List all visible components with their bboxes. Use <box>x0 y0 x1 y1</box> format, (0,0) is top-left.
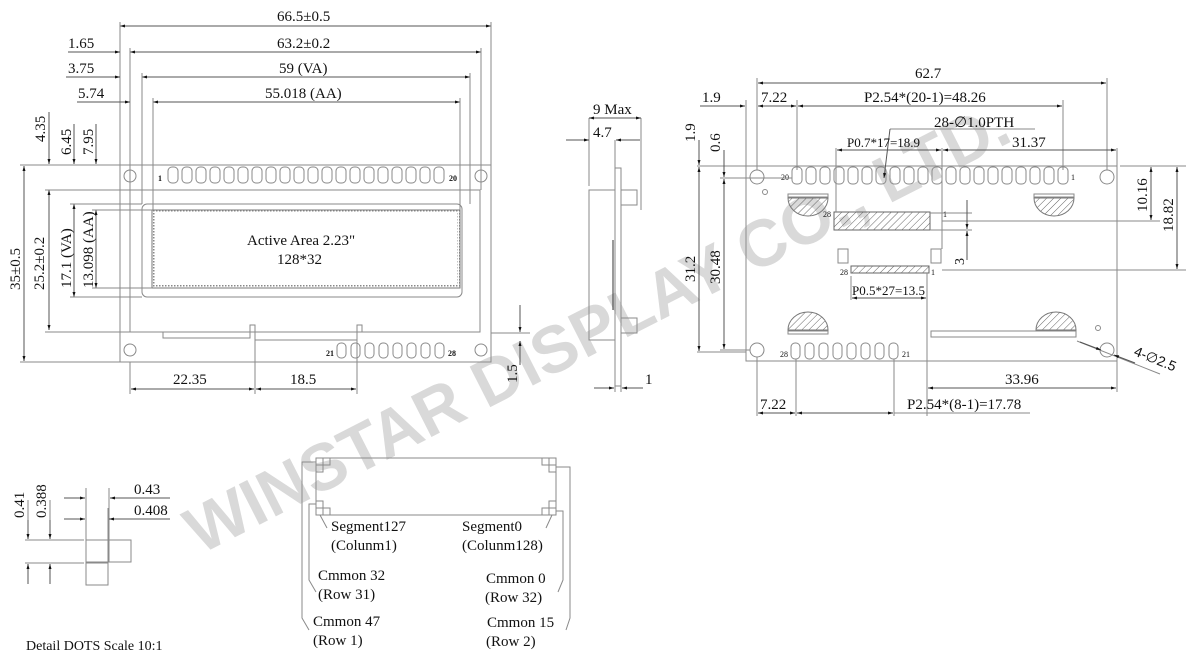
dim-rear-edge-offset: 1.9 <box>702 90 721 106</box>
dim-top-3: 7.95 <box>81 129 97 155</box>
dim-rear-bottom-offset: 7.22 <box>760 397 786 413</box>
dim-top-1: 4.35 <box>33 116 49 142</box>
watermark: WINSTAR DISPLAY CO., LTD. <box>173 86 1021 567</box>
detail-dots: 0.41 0.388 0.43 0.408 Detail DOTS Scale … <box>12 482 170 654</box>
dim-top-2: 6.45 <box>59 129 75 155</box>
dim-rear-height: 31.2 <box>683 256 699 282</box>
dim-rear-top-v2: 0.6 <box>708 133 724 152</box>
pin-20-label: 20 <box>449 174 457 183</box>
dim-va-width: 59 (VA) <box>279 61 327 77</box>
rear-view: 20 1 28 1 28 1 28 21 62.7 <box>683 66 1186 416</box>
rear-pin-28-label: 28 <box>780 350 788 359</box>
dim-fpc-gap: 3 <box>953 258 968 265</box>
fine-1-label: 1 <box>931 268 935 277</box>
resolution-label: 128*32 <box>277 252 322 268</box>
dim-rear-right-v2: 18.82 <box>1161 198 1177 232</box>
common-left-1: Cmmon 32 <box>318 568 385 584</box>
dim-pcb-thickness: 1 <box>645 372 653 388</box>
dim-dot-w2: 0.408 <box>134 503 168 519</box>
column-right: (Colunm128) <box>462 538 543 554</box>
fine-28-label: 28 <box>840 268 848 277</box>
fpc-1-label: 1 <box>943 210 947 219</box>
dim-max-thickness: 9 Max <box>593 102 632 118</box>
dim-va-height: 17.1 (VA) <box>59 228 75 288</box>
dim-dot-h2: 0.388 <box>34 484 50 518</box>
active-area-label: Active Area 2.23" <box>247 233 355 249</box>
common-left-2: Cmmon 47 <box>313 614 381 630</box>
fpc-28-label: 28 <box>823 210 831 219</box>
common-right-2: Cmmon 15 <box>487 615 554 631</box>
dim-offset-3: 5.74 <box>78 86 105 102</box>
dim-dot-w1: 0.43 <box>134 482 160 498</box>
common-right-1: Cmmon 0 <box>486 571 546 587</box>
dim-pcb-width: 63.2±0.2 <box>277 36 330 52</box>
pin-21-label: 21 <box>326 349 334 358</box>
column-left: (Colunm1) <box>331 538 397 554</box>
dim-aa-width: 55.018 (AA) <box>265 86 342 102</box>
dim-offset-2: 3.75 <box>68 61 94 77</box>
dim-rear-width: 62.7 <box>915 66 942 82</box>
dim-mount-holes: 4-∅2.5 <box>1132 343 1179 374</box>
rear-pin-1-label: 1 <box>1071 173 1075 182</box>
row-left-2: (Row 1) <box>313 633 363 649</box>
dim-rear-right-v1: 10.16 <box>1135 178 1151 212</box>
rear-holes-label: 28-∅1.0PTH <box>934 115 1014 131</box>
dim-fine-pitch: P0.5*27=13.5 <box>852 283 925 298</box>
dim-rear-top-pitch: P2.54*(20-1)=48.26 <box>864 90 986 106</box>
pixel-map: Segment127 (Colunm1) Segment0 (Colunm128… <box>301 457 571 650</box>
dim-rear-right-offset: 31.37 <box>1012 135 1046 151</box>
row-right-2: (Row 2) <box>486 634 536 650</box>
dim-dot-h1: 0.41 <box>12 492 28 518</box>
pin-1-label: 1 <box>158 174 162 183</box>
dim-offset-1: 1.65 <box>68 36 94 52</box>
dim-bottom-mid: 18.5 <box>290 372 316 388</box>
dim-rear-top-v1: 1.9 <box>683 123 699 142</box>
dim-overall-width: 66.5±0.5 <box>277 9 330 25</box>
front-view: Active Area 2.23" 128*32 1 20 21 28 66.5… <box>8 9 530 394</box>
dim-thickness: 4.7 <box>593 125 612 141</box>
dim-bottom-right: 1.5 <box>505 364 521 383</box>
dim-fpc-pitch: P0.7*17=18.9 <box>847 135 920 150</box>
dim-rear-bottom-right: 33.96 <box>1005 372 1039 388</box>
dim-rear-hole-span: 30.48 <box>708 250 724 284</box>
segment-right: Segment0 <box>462 519 522 535</box>
rear-pin-21-label: 21 <box>902 350 910 359</box>
row-left-1: (Row 31) <box>318 587 375 603</box>
dim-rear-bottom-pitch: P2.54*(8-1)=17.78 <box>907 397 1021 413</box>
pin-28-label: 28 <box>448 349 456 358</box>
side-view: 9 Max 4.7 1 <box>566 102 653 392</box>
segment-left: Segment127 <box>331 519 406 535</box>
dim-panel-height: 25.2±0.2 <box>32 237 48 290</box>
dim-aa-height: 13.098 (AA) <box>81 211 97 288</box>
row-right-1: (Row 32) <box>485 590 542 606</box>
dim-overall-height: 35±0.5 <box>8 248 24 290</box>
dim-bottom-left: 22.35 <box>173 372 207 388</box>
detail-dots-caption: Detail DOTS Scale 10:1 <box>26 639 162 654</box>
dim-rear-pin-offset: 7.22 <box>761 90 787 106</box>
